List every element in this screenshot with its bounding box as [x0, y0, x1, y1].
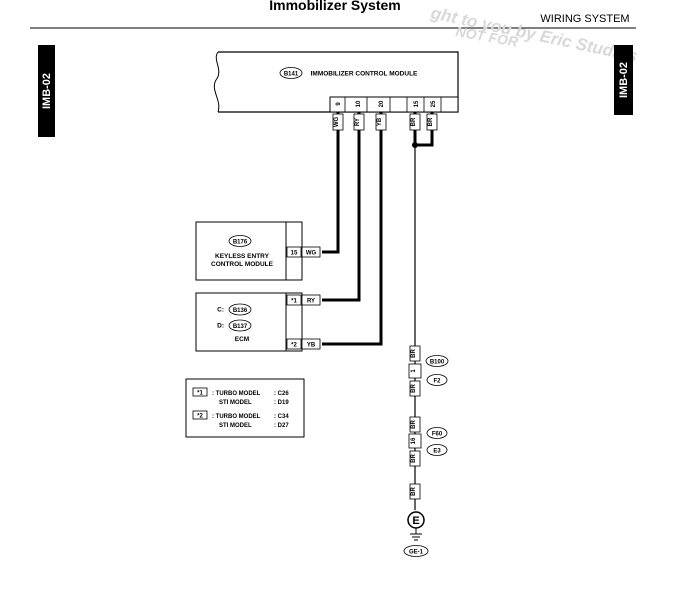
legend-n2-turbo-val: : C34 — [274, 414, 289, 420]
module-name: IMMOBILIZER CONTROL MODULE — [311, 71, 418, 78]
wire-wg — [322, 112, 340, 254]
legend-n1-sti: STI MODEL — [219, 400, 252, 406]
connector-b100: B100 — [430, 360, 445, 366]
connector-f2: F2 — [433, 379, 441, 385]
connector-e3: E3 — [433, 449, 441, 455]
legend-box: *1 : TURBO MODEL : C26 STI MODEL : D19 *… — [185, 378, 305, 438]
wire-yb — [322, 112, 383, 346]
wire-ry — [322, 112, 361, 302]
ecm-d-label: D: — [217, 323, 224, 330]
keyless-entry-module: B176 KEYLESS ENTRY CONTROL MODULE 15 WG — [195, 221, 321, 281]
pin-20: 20 — [379, 100, 385, 107]
legend-n1-sti-val: : D19 — [274, 400, 289, 406]
keyless-wire-tag: WG — [306, 251, 317, 257]
connector-b136: B136 — [233, 308, 248, 314]
legend-n2: *2 — [197, 414, 203, 420]
br-tag-3: BR — [411, 420, 417, 429]
legend-n1-turbo: : TURBO MODEL — [212, 391, 261, 397]
keyless-line2: CONTROL MODULE — [211, 261, 274, 268]
br-tag-4: BR — [411, 454, 417, 463]
legend-n2-turbo: : TURBO MODEL — [212, 414, 261, 420]
side-tab-right — [614, 45, 633, 115]
wire-tag-br-b: BR — [428, 117, 434, 126]
page-title: Immobilizer System — [269, 0, 401, 13]
br-tag-5: BR — [411, 487, 417, 496]
ecm-wire1-tag: RY — [307, 299, 315, 305]
conn2-pin: 16 — [411, 437, 417, 444]
pin-9: 9 — [336, 102, 342, 106]
section-title: WIRING SYSTEM — [540, 13, 629, 25]
connector-b176: B176 — [233, 240, 248, 246]
conn1-pin: 1 — [411, 369, 417, 373]
keyless-line1: KEYLESS ENTRY — [215, 253, 270, 260]
pin-15: 15 — [414, 100, 420, 107]
ecm-pin2: *2 — [291, 343, 297, 349]
wire-tag-br-a: BR — [411, 117, 417, 126]
connector-b137: B137 — [233, 324, 248, 330]
legend-n2-sti: STI MODEL — [219, 423, 252, 429]
keyless-pin: 15 — [291, 251, 298, 257]
pin-25: 25 — [431, 100, 437, 107]
legend-n1: *1 — [197, 391, 203, 397]
br-tag-2: BR — [411, 384, 417, 393]
connector-2-body — [408, 433, 422, 449]
ecm-module: C: B136 D: B137 ECM *1 RY *2 YB — [195, 292, 321, 352]
module-wire-tags: WG RY YB BR BR — [332, 113, 438, 131]
ecm-pin1: *1 — [291, 299, 297, 305]
pin-10: 10 — [356, 100, 362, 107]
side-tab-left — [38, 45, 55, 137]
br-tag-1: BR — [411, 349, 417, 358]
immobilizer-control-module: B141 IMMOBILIZER CONTROL MODULE 9 10 20 … — [213, 51, 459, 113]
connector-f60: F60 — [432, 432, 443, 438]
legend-n1-turbo-val: : C26 — [274, 391, 289, 397]
ground-path: BR 1 B100 F2 BR BR 16 F60 E3 BR BR E GE-… — [403, 345, 449, 557]
wire-tag-wg: WG — [334, 117, 340, 128]
side-tab-left-label: IMB-02 — [41, 73, 53, 109]
ground-id: GE-1 — [409, 550, 424, 556]
wire-tag-yb: YB — [377, 117, 383, 126]
ecm-name: ECM — [235, 336, 249, 343]
legend-n2-sti-val: : D27 — [274, 423, 289, 429]
ecm-c-label: C: — [217, 307, 224, 314]
wire-tag-ry: RY — [355, 118, 361, 126]
ground-symbol-label: E — [412, 515, 419, 527]
side-tab-right-label: IMB-02 — [618, 62, 630, 98]
ecm-wire2-tag: YB — [307, 343, 316, 349]
connector-b141: B141 — [284, 72, 299, 78]
connector-b141-tag — [279, 67, 303, 79]
connector-1-body — [408, 363, 422, 379]
